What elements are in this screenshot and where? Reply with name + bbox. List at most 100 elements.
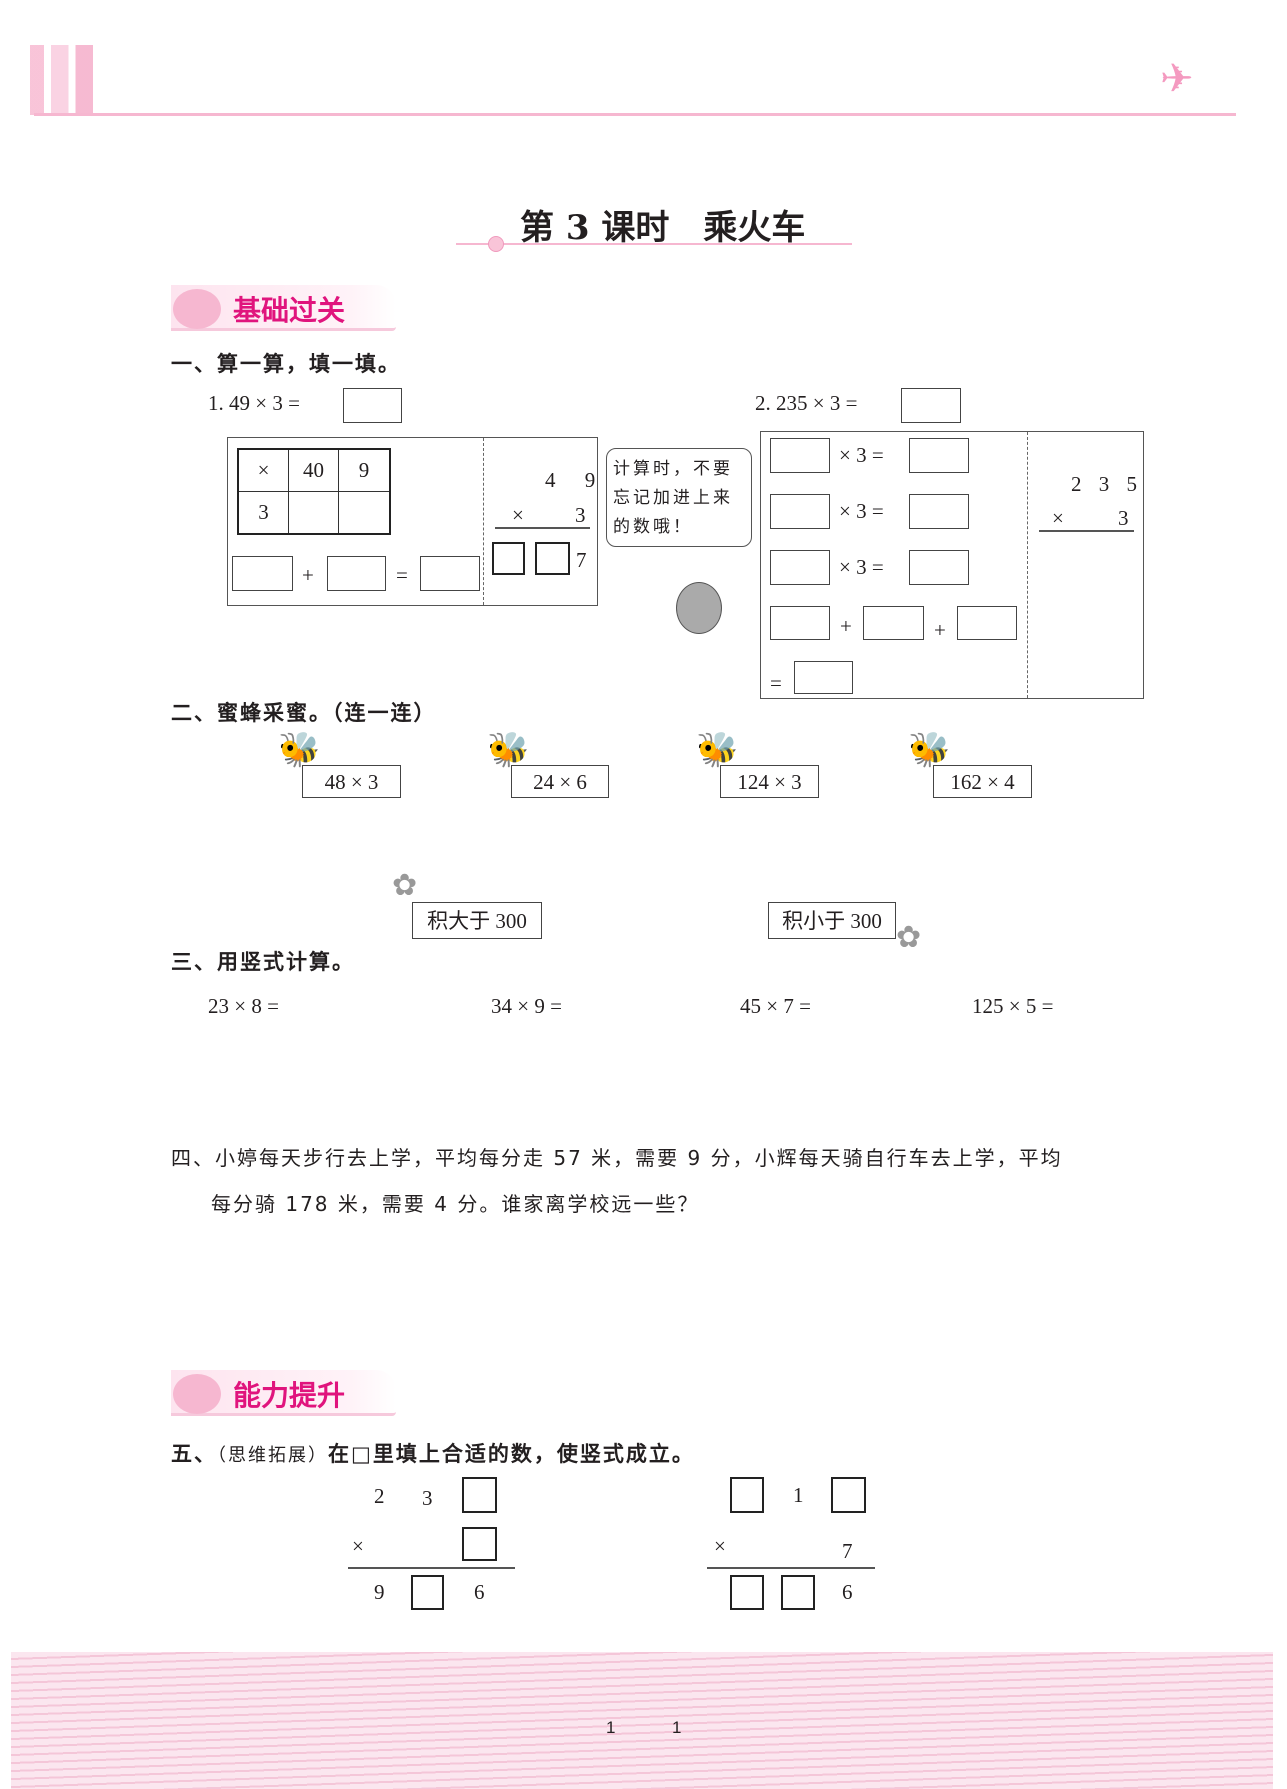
vertical-line — [348, 1567, 515, 1569]
vertical-top: 2 3 5 — [1071, 472, 1143, 496]
vertical-top: 4 9 — [545, 468, 608, 492]
digit: 6 — [842, 1580, 853, 1604]
divider — [1027, 432, 1028, 698]
product-digit-box[interactable] — [492, 542, 525, 575]
footer-wave-decoration — [11, 1652, 1273, 1789]
row-op: × 3 = — [839, 499, 884, 523]
puzzle-digit-box[interactable] — [411, 1575, 444, 1610]
q1-heading: 一、算一算，填一填。 — [171, 352, 401, 376]
header-books-decoration — [30, 45, 100, 115]
bee-icon: 🐝 — [908, 732, 951, 769]
plus-sign: + — [302, 563, 314, 587]
q5-tag: （思维拓展） — [217, 1445, 328, 1466]
flower-label: 积大于 300 — [427, 909, 527, 933]
q1-part1-label: 1. 49 × 3 = — [208, 391, 300, 415]
q1-part1-answer-box[interactable] — [343, 388, 402, 423]
vertical-multiplier: 3 — [575, 503, 586, 527]
bee-icon: 🐝 — [278, 732, 321, 769]
section-basic-label: 基础过关 — [233, 294, 346, 327]
bee-card[interactable]: 48 × 3 — [302, 765, 401, 798]
grid-cell-input[interactable] — [289, 491, 339, 533]
section-basic: 基础过关 — [171, 285, 396, 331]
grid-cell: 3 — [239, 491, 289, 533]
puzzle-digit-box[interactable] — [462, 1477, 497, 1513]
bee-card[interactable]: 162 × 4 — [933, 765, 1032, 798]
q1-part2-frame — [760, 431, 1144, 699]
bee-label: 124 × 3 — [737, 770, 802, 794]
product-last-digit: 7 — [576, 548, 587, 572]
sum-box[interactable] — [770, 606, 830, 640]
q1-part2-label: 2. 235 × 3 = — [755, 391, 858, 415]
vertical-line — [707, 1567, 875, 1569]
equals-sign: = — [770, 671, 782, 695]
partial-right-box[interactable] — [909, 494, 969, 529]
digit: 6 — [474, 1580, 485, 1604]
title-underline — [456, 243, 852, 245]
flower-card[interactable]: 积小于 300 — [768, 902, 896, 939]
bee-label: 162 × 4 — [950, 770, 1015, 794]
digit: 9 — [374, 1580, 385, 1604]
flower-card[interactable]: 积大于 300 — [412, 902, 542, 939]
q1-part2-answer-box[interactable] — [901, 388, 961, 423]
vertical-line — [495, 527, 590, 529]
calc-item: 23 × 8 = — [208, 994, 279, 1018]
times-sign: × — [714, 1534, 726, 1558]
puzzle-digit-box[interactable] — [462, 1527, 497, 1561]
vertical-times: × — [512, 503, 524, 527]
product-digit-box[interactable] — [535, 542, 570, 575]
plus-sign: + — [840, 614, 852, 638]
sum-box-3[interactable] — [420, 556, 480, 591]
section-advanced-label: 能力提升 — [233, 1379, 346, 1412]
total-box[interactable] — [794, 661, 853, 694]
calc-item: 45 × 7 = — [740, 994, 811, 1018]
row-op: × 3 = — [839, 443, 884, 467]
partial-right-box[interactable] — [909, 438, 969, 473]
bee-icon: 🐝 — [487, 732, 530, 769]
q5-heading: 五、（思维拓展）在□里填上合适的数，使竖式成立。 — [171, 1438, 695, 1468]
speech-bubble: 计算时，不要忘记加进上来的数哦！ — [606, 448, 752, 547]
rocket-icon — [173, 1374, 221, 1414]
graduation-cap-icon — [173, 289, 221, 329]
sum-box[interactable] — [863, 606, 924, 640]
grid-cell: × — [239, 450, 289, 492]
bee-icon: 🐝 — [696, 732, 739, 769]
header-kids-kite-decoration: ✈ — [1160, 56, 1194, 101]
q5-number: 五、 — [171, 1442, 217, 1466]
sum-box-1[interactable] — [232, 556, 293, 591]
header-line — [34, 113, 1236, 116]
partial-left-box[interactable] — [770, 438, 830, 473]
calc-item: 34 × 9 = — [491, 994, 562, 1018]
sum-box-2[interactable] — [327, 556, 386, 591]
q5-instruction: 在□里填上合适的数，使竖式成立。 — [328, 1442, 695, 1466]
digit: 2 — [374, 1484, 385, 1508]
q3-heading: 三、用竖式计算。 — [171, 950, 355, 974]
partial-right-box[interactable] — [909, 550, 969, 585]
vertical-line — [1039, 530, 1134, 532]
equals-sign: = — [396, 563, 408, 587]
mascot-character — [676, 582, 722, 634]
plus-sign: + — [934, 618, 946, 642]
sum-box[interactable] — [957, 606, 1017, 640]
puzzle-digit-box[interactable] — [831, 1477, 866, 1513]
flower-label: 积小于 300 — [782, 909, 882, 933]
digit: 7 — [842, 1539, 853, 1563]
section-advanced: 能力提升 — [171, 1370, 396, 1416]
partial-left-box[interactable] — [770, 550, 830, 585]
q4-line1: 四、小婷每天步行去上学，平均每分走 57 米，需要 9 分，小辉每天骑自行车去上… — [171, 1146, 1063, 1170]
vertical-times: × — [1052, 506, 1064, 530]
page-number-digit: 1 — [672, 1718, 682, 1737]
bee-card[interactable]: 124 × 3 — [720, 765, 819, 798]
q4-line2: 每分骑 178 米，需要 4 分。谁家离学校远一些？ — [211, 1192, 700, 1216]
divider — [483, 438, 484, 605]
bee-label: 48 × 3 — [324, 770, 379, 794]
puzzle-digit-box[interactable] — [781, 1575, 815, 1610]
grid-cell-input[interactable] — [339, 492, 389, 534]
bee-card[interactable]: 24 × 6 — [511, 765, 609, 798]
grid-cell: 40 — [289, 450, 339, 492]
digit: 1 — [793, 1483, 804, 1507]
puzzle-digit-box[interactable] — [730, 1477, 764, 1513]
partial-left-box[interactable] — [770, 494, 830, 529]
lesson-title: 第 3 课时 乘火车 — [520, 208, 806, 248]
puzzle-digit-box[interactable] — [730, 1575, 764, 1610]
grid-cell: 9 — [339, 450, 389, 492]
